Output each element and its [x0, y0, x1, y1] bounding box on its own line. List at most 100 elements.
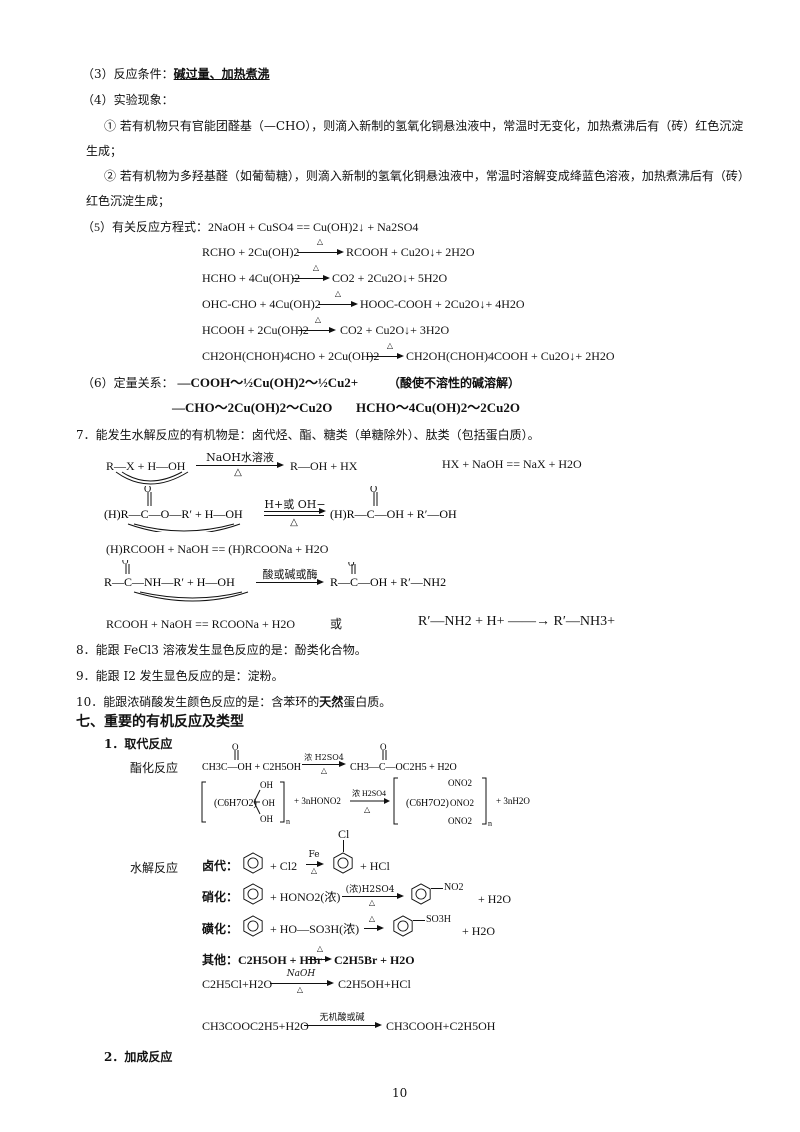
benzene-ring-icon	[243, 883, 263, 905]
ethyl-acetate-left: CH3COOC2H5+H2O	[202, 1019, 309, 1033]
halogenation-label: 卤代：	[202, 859, 239, 873]
eq4-right: CO2 + Cu2O↓+ 3H2O	[340, 323, 450, 337]
item-8: 8．能跟 FeCl3 溶液发生显色反应的是：酚类化合物。	[76, 643, 367, 657]
label: （6）定量关系：	[82, 376, 174, 390]
esterification-right: CH3—C—OC2H5 + H2O O	[350, 742, 457, 773]
hydrolysis-label: 水解反应	[130, 861, 179, 875]
halogenation-heat: △	[310, 866, 318, 875]
relation-cho: —CHO～2Cu(OH)2～Cu2O	[172, 400, 333, 415]
other-reaction-left: 其他：C2H5OH + HBr	[202, 953, 323, 967]
sulfonation-label: 磺化：	[202, 922, 239, 936]
esterification-label: 酯化反应	[130, 761, 179, 775]
line-conditions: （3）反应条件：碱过量、加热煮沸	[82, 66, 270, 82]
nitration-arrow	[342, 893, 404, 899]
svg-text:OH: OH	[260, 780, 273, 790]
eq3-left: OHC-CHO + 4Cu(OH)2	[202, 297, 321, 311]
item-10-bold: 天然	[319, 695, 344, 709]
phenomenon-2-cont: 红色沉淀生成；	[86, 194, 171, 208]
eq1-left: RCHO + 2Cu(OH)2	[202, 245, 300, 259]
ester-heat: △	[290, 517, 298, 528]
svg-text:O: O	[348, 562, 355, 568]
other-reaction-right: C2H5Br + H2O	[334, 953, 415, 967]
amide-product: R—C—OH + R′—NH2 O	[330, 562, 446, 589]
svg-text:△: △	[364, 805, 371, 814]
chloro-substituent: Cl	[338, 827, 350, 841]
svg-text:OH: OH	[262, 798, 275, 808]
eq1-right: RCOOH + Cu2O↓+ 2H2O	[346, 245, 475, 259]
other-heat: △	[316, 944, 324, 953]
svg-text:ONO2: ONO2	[450, 798, 474, 808]
eq5-arrow	[368, 353, 404, 359]
halo-hydro-cond: NaOH水溶液	[206, 451, 274, 464]
eq2-arrow	[292, 275, 330, 281]
amine-eq: R′—NH2 + H+ ——→ R′—NH3+	[418, 614, 616, 629]
halo-side-eq: HX + NaOH == NaX + H2O	[442, 457, 582, 471]
equation: 2NaOH + CuSO4 == Cu(OH)2↓ + Na2SO4	[208, 220, 419, 234]
chloroethane-heat: △	[296, 985, 304, 994]
nitration-label: 硝化：	[202, 890, 239, 904]
amide-arrow	[256, 579, 324, 585]
eq5-heat: △	[386, 341, 394, 350]
esterification-arrow	[302, 761, 346, 767]
phenomenon-1: ① 若有机物只有官能团醛基（—CHO），则滴入新制的氢氧化铜悬浊液中，常温时无变…	[104, 119, 744, 133]
svg-text:O: O	[144, 486, 151, 495]
halo-hydro-left: R—X + H—OH	[106, 459, 186, 473]
sulfonation-product: + H2O	[462, 924, 496, 938]
ethyl-acetate-arrow	[304, 1022, 382, 1028]
svg-text:(H)R—C—OH + R′—OH: (H)R—C—OH + R′—OH	[330, 507, 457, 521]
sulfonation-arrow	[364, 925, 384, 931]
svg-text:(C6H7O2): (C6H7O2)	[214, 798, 257, 809]
halogenation-reagent: + Cl2	[270, 859, 298, 873]
svg-text:O: O	[380, 742, 387, 752]
subsection-2-title: 2．加成反应	[104, 1050, 173, 1064]
nitration-heat: △	[368, 898, 376, 907]
ester-arrow-forward	[264, 508, 326, 514]
item-10: 10．能跟浓硝酸发生颜色反应的是：含苯环的天然蛋白质。	[76, 694, 391, 710]
svg-text:浓 H2SO4: 浓 H2SO4	[352, 789, 386, 798]
or-text: 或	[330, 617, 343, 631]
chloroethane-left: C2H5Cl+H2O	[202, 977, 273, 991]
amide-side-eq: RCOOH + NaOH == RCOONa + H2O	[106, 617, 296, 631]
halogenation-cond: Fe	[308, 850, 320, 860]
nitro-substituent: NO2	[444, 882, 464, 893]
svg-text:R—C—OH + R′—NH2: R—C—OH + R′—NH2	[330, 575, 446, 589]
ester-side-eq: (H)RCOOH + NaOH == (H)RCOONa + H2O	[106, 542, 329, 556]
cl-bond	[343, 840, 344, 852]
svg-text:O: O	[122, 560, 129, 566]
ester-cond: H+或 OH−	[264, 498, 326, 511]
eq2-right: CO2 + 2Cu2O↓+ 5H2O	[332, 271, 448, 285]
eq1-arrow	[298, 249, 344, 255]
phenomenon-1-cont: 生成；	[86, 144, 123, 158]
ester-arrow-back	[264, 515, 324, 516]
quant-line-1: （6）定量关系： —COOH～½Cu(OH)2～½Cu2+ （酸使不溶性的碱溶解…	[82, 375, 520, 391]
so3h-bond	[413, 920, 425, 921]
ethyl-acetate-cond: 无机酸或碱	[319, 1013, 365, 1023]
item-10-text: 10．能跟浓硝酸发生颜色反应的是：含苯环的	[76, 695, 320, 709]
eq5-left: CH2OH(CHOH)4CHO + 2Cu(OH)2	[202, 349, 380, 363]
eq2-heat: △	[312, 263, 320, 272]
svg-text:n: n	[286, 817, 290, 826]
ester-product: (H)R—C—OH + R′—OH O	[330, 486, 457, 521]
sulfonation-heat: △	[368, 914, 376, 923]
chloroethane-arrow	[270, 980, 334, 986]
benzene-ring-icon	[243, 852, 263, 874]
line-phenomena: （4）实验现象：	[82, 93, 174, 107]
label: （3）反应条件：	[82, 67, 174, 81]
esterification-heat: △	[320, 766, 328, 775]
eq3-right: HOOC-COOH + 2Cu2O↓+ 4H2O	[360, 297, 525, 311]
halogenation-product: + HCl	[360, 859, 390, 873]
eq4-left: HCOOH + 2Cu(OH)2	[202, 323, 309, 337]
eq3-arrow	[318, 301, 358, 307]
chloroethane-right: C2H5OH+HCl	[338, 977, 411, 991]
esterification-left: CH3C—OH + C2H5OH O	[202, 742, 301, 773]
halogenation-arrow	[306, 861, 324, 867]
svg-text:(C6H7O2): (C6H7O2)	[406, 798, 449, 809]
equations-heading: （5）有关反应方程式：2NaOH + CuSO4 == Cu(OH)2↓ + N…	[82, 219, 418, 235]
item-10-end: 蛋白质。	[343, 695, 392, 709]
relation-hcho: HCHO～4Cu(OH)2～2Cu2O	[356, 400, 520, 415]
svg-text:OH: OH	[260, 814, 273, 824]
section-7-title: 七、重要的有机反应及类型	[76, 714, 244, 730]
benzene-ring-icon	[393, 915, 413, 937]
subsection-1-title: 1．取代反应	[104, 737, 173, 751]
amide-structure: R—C—NH—R′ + H—OH O	[104, 560, 249, 602]
